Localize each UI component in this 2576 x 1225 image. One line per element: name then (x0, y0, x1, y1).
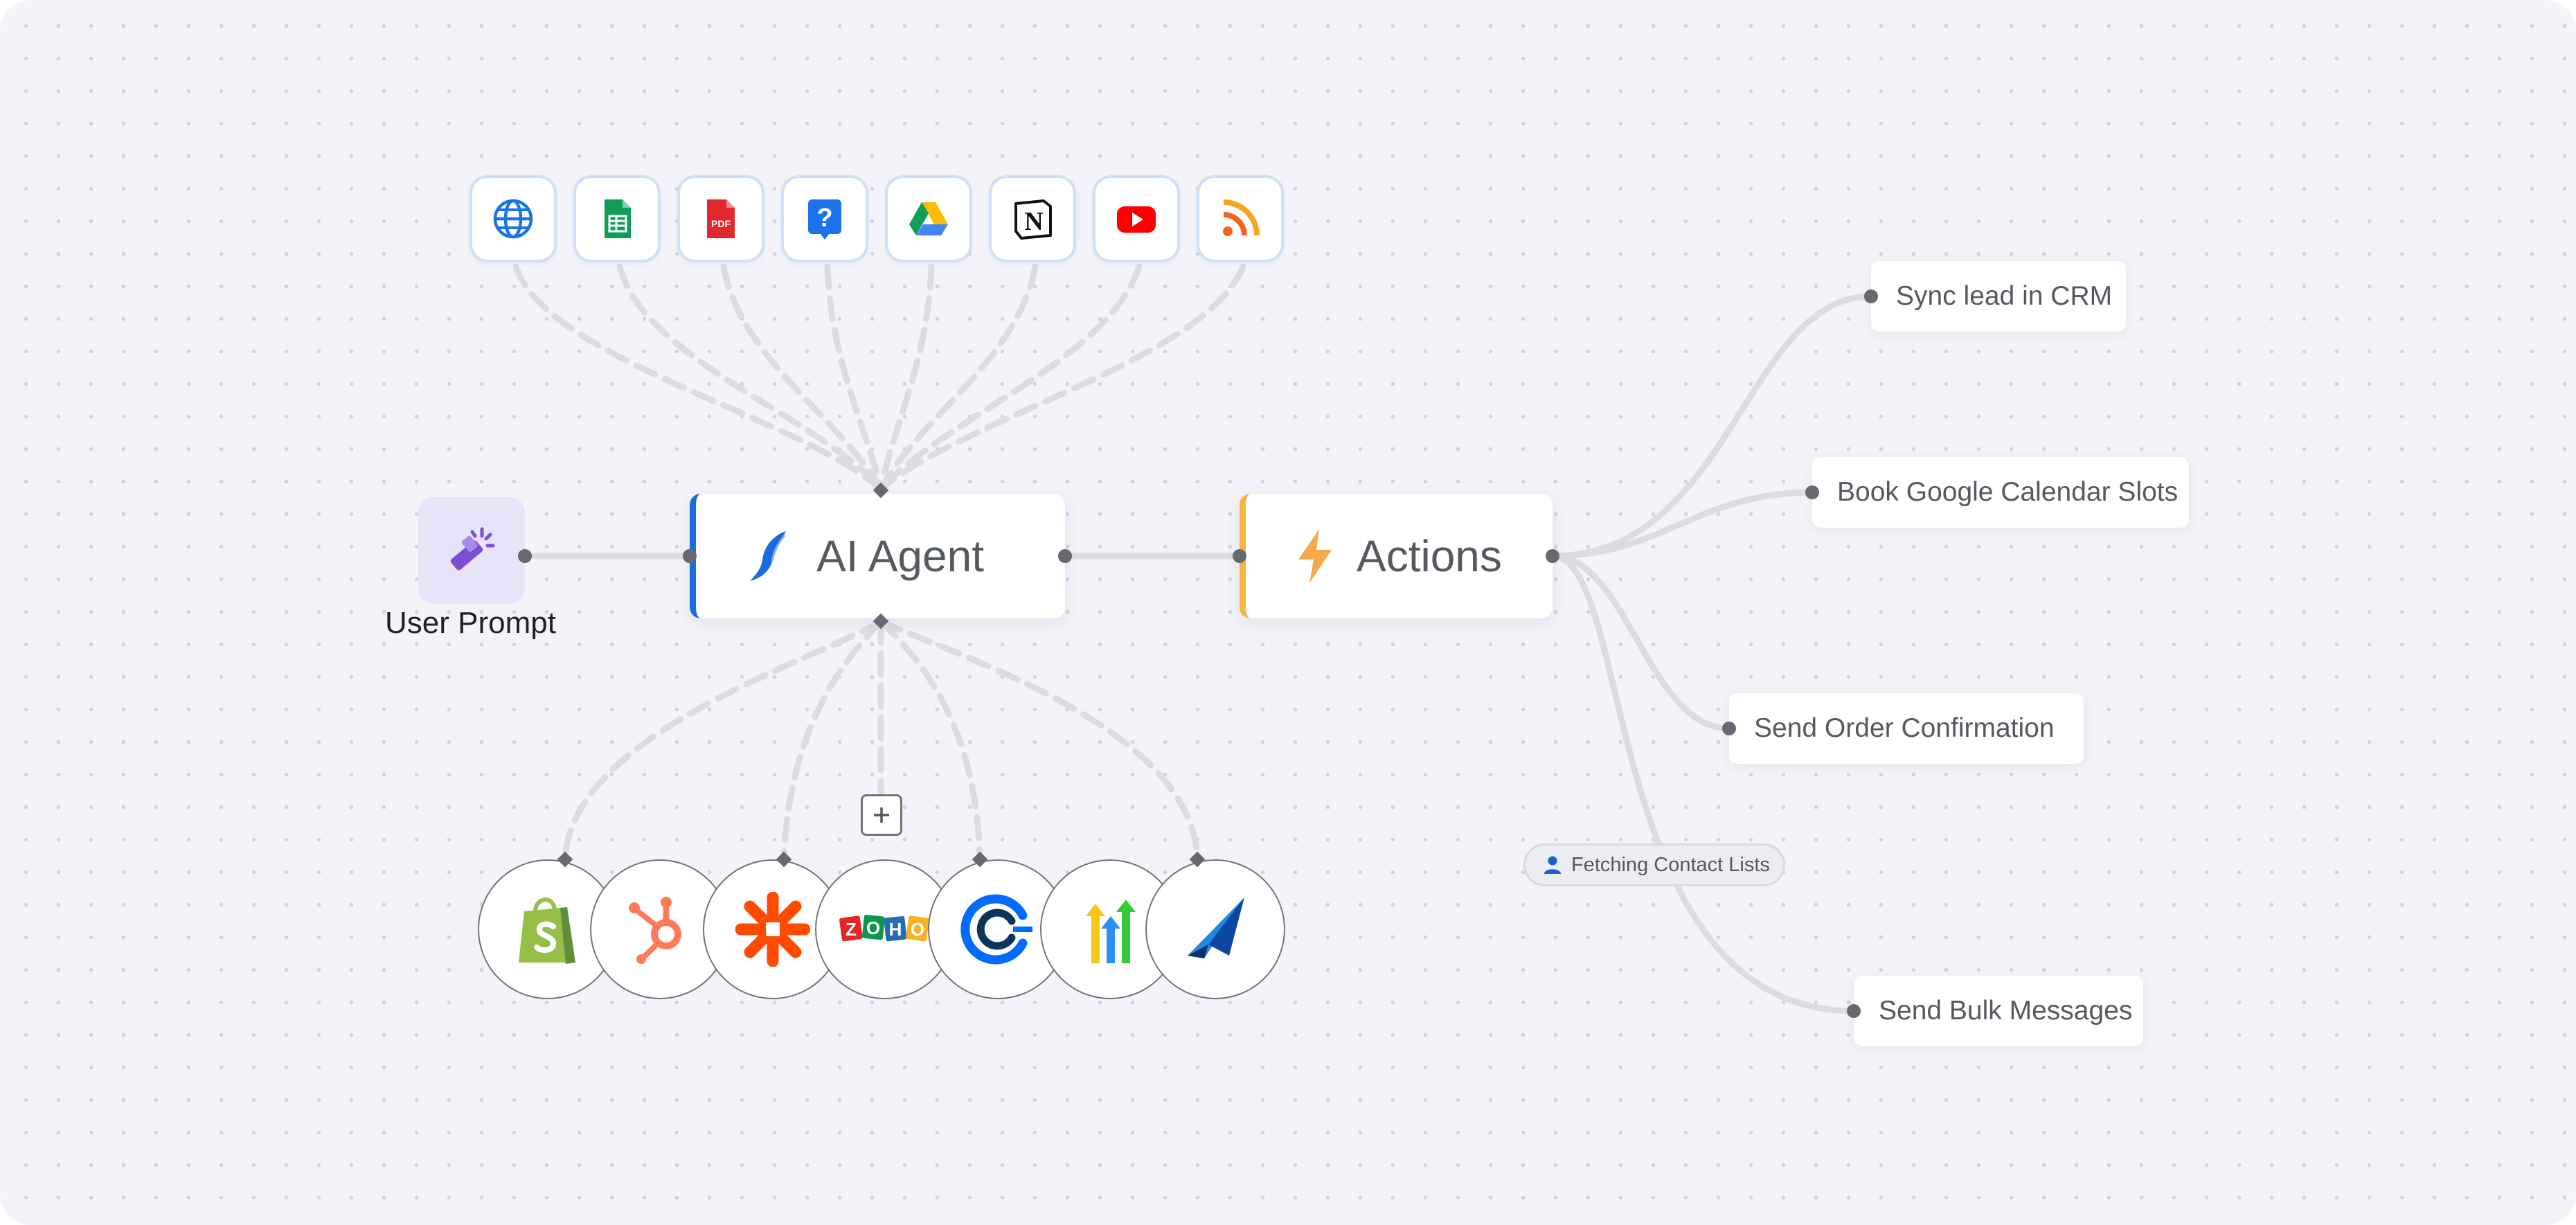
action-item-handle[interactable] (1847, 1004, 1861, 1018)
source-tile-website[interactable] (469, 175, 557, 262)
main-flow-connectors (525, 293, 1872, 1014)
user-icon (1544, 856, 1561, 874)
zoho-letter: Z (846, 919, 857, 940)
actions-node[interactable]: Actions (1240, 494, 1553, 618)
source-tile-faq[interactable]: ? (781, 175, 868, 262)
action-item-handle[interactable] (1805, 485, 1819, 499)
action-item-sync-lead[interactable]: Sync lead in CRM (1871, 261, 2126, 332)
lightning-icon (1298, 529, 1332, 583)
bird-logo-icon (750, 531, 786, 581)
action-item-handle[interactable] (1722, 722, 1736, 735)
pdf-badge-text: PDF (711, 218, 731, 229)
action-item-label: Book Google Calendar Slots (1837, 477, 2179, 507)
gohighlevel-icon (1086, 900, 1136, 963)
actions-output-handle[interactable] (1546, 549, 1559, 563)
action-item-bulk-messages[interactable]: Send Bulk Messages (1854, 976, 2143, 1046)
actions-title: Actions (1357, 531, 1502, 581)
ai-agent-title: AI Agent (816, 531, 984, 581)
google-sheets-icon (605, 199, 631, 238)
hubspot-icon (629, 897, 681, 964)
status-chip: Fetching Contact Lists (1523, 843, 1785, 886)
actions-input-handle[interactable] (1233, 549, 1246, 563)
user-prompt-node[interactable] (418, 497, 525, 604)
source-tile-rss[interactable] (1197, 175, 1284, 262)
zoho-icon: Z O H O (839, 914, 929, 942)
calendly-icon (960, 894, 1032, 965)
shopify-icon (519, 897, 575, 964)
globe-icon (493, 199, 533, 239)
ai-agent-output-handle[interactable] (1058, 549, 1072, 563)
arrow-logo-icon (1188, 897, 1244, 958)
google-drive-icon (909, 202, 948, 235)
user-prompt-label: User Prompt (385, 606, 556, 640)
status-chip-label: Fetching Contact Lists (1571, 853, 1770, 876)
rss-icon (1223, 199, 1260, 236)
action-item-handle[interactable] (1864, 289, 1878, 303)
action-item-book-calendar[interactable]: Book Google Calendar Slots (1812, 457, 2189, 528)
integration-connectors (562, 618, 1201, 861)
source-tile-pdf[interactable]: PDF (677, 175, 764, 262)
action-item-label: Sync lead in CRM (1896, 281, 2113, 311)
knowledge-source-connectors (512, 263, 1246, 492)
faq-glyph: ? (816, 204, 832, 233)
ai-agent-node[interactable]: AI Agent (690, 494, 1065, 618)
ai-agent-input-handle[interactable] (683, 549, 697, 563)
zapier-icon (735, 892, 810, 967)
notion-glyph: N (1024, 207, 1043, 236)
source-tile-youtube[interactable] (1093, 175, 1180, 262)
source-tile-google-sheets[interactable] (573, 175, 661, 262)
source-tile-notion[interactable]: N (989, 175, 1076, 262)
action-item-label: Send Bulk Messages (1879, 996, 2133, 1026)
zoho-letter: O (911, 919, 924, 940)
magic-wand-icon (450, 527, 495, 571)
zoho-letter: O (866, 918, 880, 938)
faq-icon: ? (808, 199, 841, 240)
plus-icon (874, 807, 889, 823)
zoho-letter: H (889, 919, 902, 940)
youtube-icon (1117, 206, 1156, 233)
action-item-label: Send Order Confirmation (1754, 713, 2055, 743)
notion-icon: N (1014, 199, 1052, 240)
source-tile-google-drive[interactable] (885, 175, 972, 262)
user-prompt-output-handle[interactable] (518, 549, 532, 563)
action-item-order-confirmation[interactable]: Send Order Confirmation (1729, 693, 2084, 764)
pdf-icon: PDF (707, 199, 735, 238)
integration-arrow-logo[interactable] (1145, 859, 1285, 999)
integration-zapier[interactable] (703, 859, 843, 999)
add-integration-button[interactable] (861, 794, 902, 836)
